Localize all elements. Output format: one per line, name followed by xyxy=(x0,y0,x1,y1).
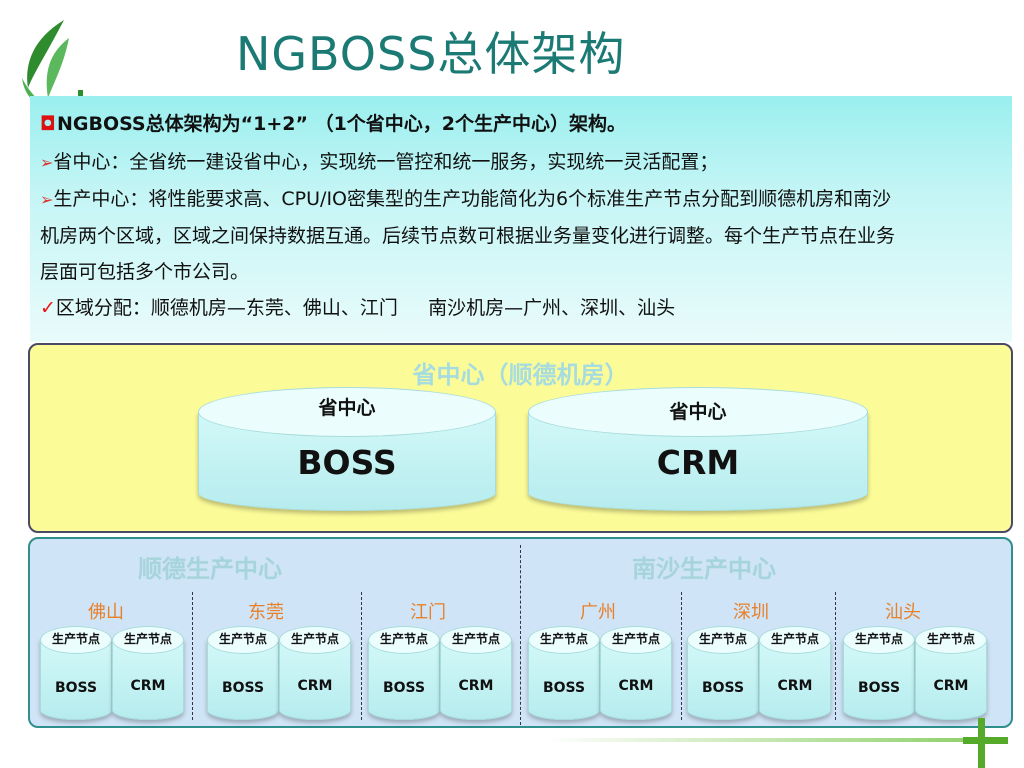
city-label: 广州 xyxy=(580,602,616,623)
node-boss-label: BOSS xyxy=(221,680,265,696)
shunde-center-title: 顺德生产中心 xyxy=(138,555,282,583)
cylinder-top xyxy=(600,626,672,654)
node-boss-cylinder: 生产节点 BOSS xyxy=(207,626,279,720)
arrow-bullet-icon: ➢ xyxy=(40,153,54,172)
node-boss-cylinder: 生产节点 BOSS xyxy=(528,626,600,720)
group-divider xyxy=(835,592,836,720)
city-label: 汕头 xyxy=(885,602,921,623)
cylinder-top xyxy=(368,626,440,654)
arrow-bullet-icon: ➢ xyxy=(40,190,54,209)
node-boss-cylinder: 生产节点 BOSS xyxy=(843,626,915,720)
node-crm-cylinder: 生产节点 CRM xyxy=(112,626,184,720)
cylinder-top xyxy=(687,626,759,654)
page-title: NGBOSS总体架构 xyxy=(236,27,626,81)
node-label: 生产节点 xyxy=(926,632,975,646)
node-crm-label: CRM xyxy=(297,678,333,694)
node-crm-cylinder: 生产节点 CRM xyxy=(915,626,987,720)
node-boss-label: BOSS xyxy=(701,680,745,696)
node-label: 生产节点 xyxy=(51,632,100,646)
cylinder-top xyxy=(40,626,112,654)
square-bullet-icon: ◘ xyxy=(40,113,56,135)
node-boss-label: BOSS xyxy=(542,680,586,696)
province-center-panel: 省中心（顺德机房） 省中心 BOSS 省中心 CRM xyxy=(28,343,1013,533)
province-crm-cylinder: 省中心 CRM xyxy=(528,387,868,511)
province-center-title: 省中心（顺德机房） xyxy=(412,361,629,389)
node-label: 生产节点 xyxy=(290,632,339,646)
node-boss-label: BOSS xyxy=(54,680,98,696)
node-crm-cylinder: 生产节点 CRM xyxy=(759,626,831,720)
center-divider xyxy=(520,545,521,725)
node-label: 生产节点 xyxy=(379,632,428,646)
cylinder-top xyxy=(915,626,987,654)
node-label: 生产节点 xyxy=(539,632,588,646)
cylinder-top xyxy=(759,626,831,654)
node-boss-label: BOSS xyxy=(857,680,901,696)
cylinder-top xyxy=(843,626,915,654)
node-label: 生产节点 xyxy=(611,632,660,646)
node-crm-label: CRM xyxy=(458,678,494,694)
node-label: 生产节点 xyxy=(854,632,903,646)
group-divider xyxy=(361,592,362,720)
group-divider xyxy=(681,592,682,720)
node-crm-cylinder: 生产节点 CRM xyxy=(279,626,351,720)
node-crm-label: CRM xyxy=(933,678,969,694)
desc-line-production-cont: 机房两个区域，区域之间保持数据互通。后续节点数可根据业务量变化进行调整。每个生产… xyxy=(40,225,896,247)
province-crm-label: CRM xyxy=(656,443,740,482)
node-label: 生产节点 xyxy=(123,632,172,646)
node-crm-cylinder: 生产节点 CRM xyxy=(440,626,512,720)
node-crm-label: CRM xyxy=(618,678,654,694)
node-label: 生产节点 xyxy=(698,632,747,646)
cylinder-top xyxy=(528,626,600,654)
city-label: 深圳 xyxy=(733,602,769,623)
nansha-center-title: 南沙生产中心 xyxy=(632,555,776,583)
cylinder-top xyxy=(207,626,279,654)
footer-gradient-line xyxy=(545,738,975,742)
node-boss-cylinder: 生产节点 BOSS xyxy=(40,626,112,720)
node-label: 生产节点 xyxy=(218,632,267,646)
province-crm-top-label: 省中心 xyxy=(669,401,727,423)
desc-heading: ◘NGBOSS总体架构为“1+2” （1个省中心，2个生产中心）架构。 xyxy=(40,113,627,135)
group-divider xyxy=(192,592,193,720)
node-crm-label: CRM xyxy=(130,678,166,694)
node-boss-label: BOSS xyxy=(382,680,426,696)
cylinder-top xyxy=(112,626,184,654)
desc-line-province: ➢省中心：全省统一建设省中心，实现统一管控和统一服务，实现统一灵活配置； xyxy=(40,151,719,173)
node-boss-cylinder: 生产节点 BOSS xyxy=(368,626,440,720)
node-label: 生产节点 xyxy=(770,632,819,646)
province-boss-label: BOSS xyxy=(297,443,397,482)
check-bullet-icon: ✓ xyxy=(40,297,56,319)
province-boss-cylinder: 省中心 BOSS xyxy=(198,387,496,511)
cylinder-top xyxy=(279,626,351,654)
node-crm-cylinder: 生产节点 CRM xyxy=(600,626,672,720)
desc-line-region: ✓区域分配：顺德机房—东莞、佛山、江门 南沙机房—广州、深圳、汕头 xyxy=(40,297,676,319)
node-label: 生产节点 xyxy=(451,632,500,646)
cylinder-top xyxy=(440,626,512,654)
green-plus-icon-bar xyxy=(963,737,1008,744)
node-boss-cylinder: 生产节点 BOSS xyxy=(687,626,759,720)
city-label: 佛山 xyxy=(88,602,124,623)
description-panel: ◘NGBOSS总体架构为“1+2” （1个省中心，2个生产中心）架构。 ➢省中心… xyxy=(30,96,1012,342)
desc-line-production-cont2: 层面可包括多个市公司。 xyxy=(40,261,250,283)
city-label: 东莞 xyxy=(248,602,284,623)
city-label: 江门 xyxy=(410,602,446,623)
desc-line-production: ➢生产中心：将性能要求高、CPU/IO密集型的生产功能简化为6个标准生产节点分配… xyxy=(40,188,892,210)
province-boss-top-label: 省中心 xyxy=(318,397,376,419)
node-crm-label: CRM xyxy=(777,678,813,694)
